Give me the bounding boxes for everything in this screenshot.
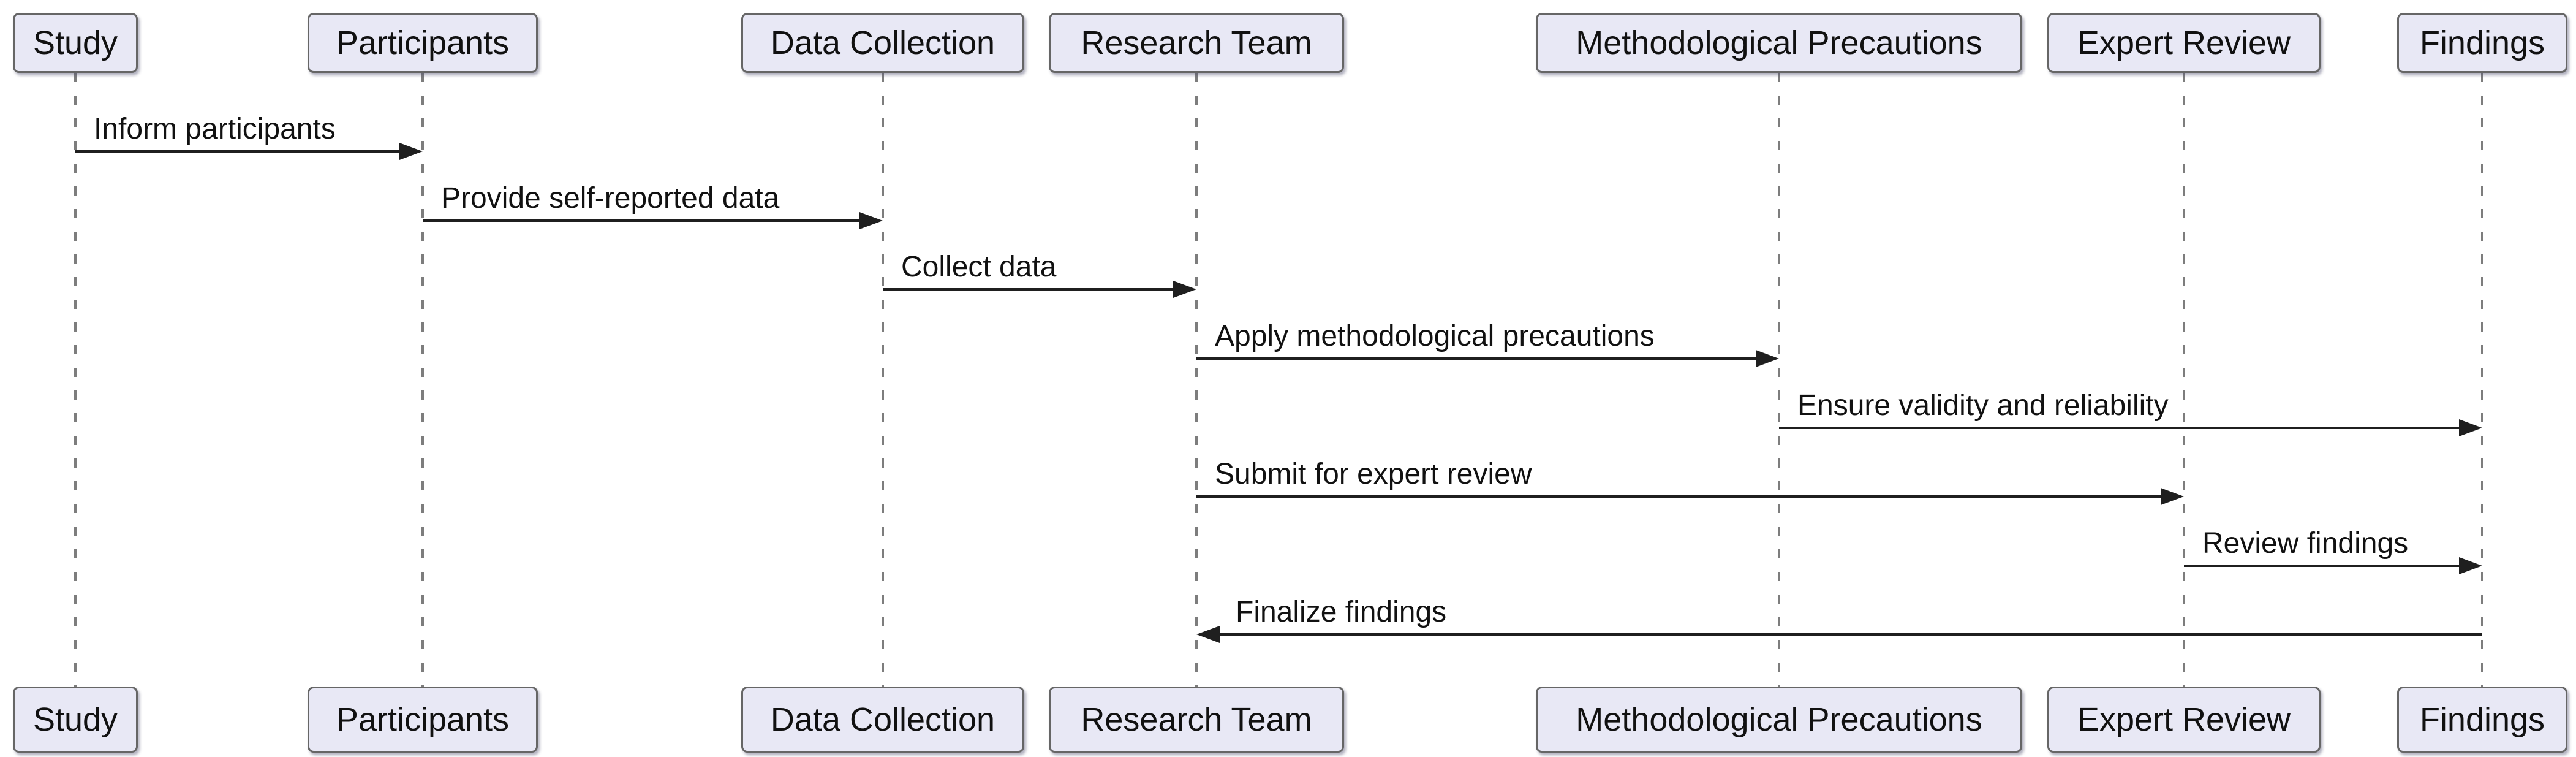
actor-top-methodological-precautions: Methodological Precautions <box>1536 13 2022 73</box>
actor-lifeline-data-collection <box>882 73 884 687</box>
message-arrowhead <box>1173 281 1196 298</box>
message-label-1: Inform participants <box>94 113 336 145</box>
actor-label-study: Study <box>32 25 118 61</box>
message-arrowhead <box>1196 626 1220 643</box>
actor-bottom-findings: Findings <box>2397 687 2567 753</box>
actor-top-study: Study <box>13 13 138 73</box>
message-label-5: Ensure validity and reliability <box>1797 389 2169 422</box>
actor-top-expert-review: Expert Review <box>2047 13 2321 73</box>
message-label-2: Provide self-reported data <box>441 182 780 215</box>
actor-lifeline-research-team <box>1195 73 1198 687</box>
actor-label-research-team: Research Team <box>1081 701 1312 738</box>
actor-bottom-study: Study <box>13 687 138 753</box>
actor-label-research-team: Research Team <box>1081 25 1312 61</box>
actor-bottom-participants: Participants <box>308 687 538 753</box>
message-arrow-line <box>423 219 864 222</box>
actor-label-study: Study <box>32 701 118 738</box>
actor-lifeline-participants <box>421 73 424 687</box>
actor-lifeline-study <box>74 73 77 687</box>
message-arrow-line <box>1215 633 2482 636</box>
actor-bottom-research-team: Research Team <box>1049 687 1344 753</box>
message-arrowhead <box>2459 419 2482 436</box>
message-label-3: Collect data <box>901 251 1057 283</box>
message-arrow-line <box>75 150 404 153</box>
actor-bottom-data-collection: Data Collection <box>741 687 1024 753</box>
actor-top-findings: Findings <box>2397 13 2567 73</box>
message-arrowhead <box>859 212 883 229</box>
actor-top-research-team: Research Team <box>1049 13 1344 73</box>
message-arrow-line <box>883 288 1178 291</box>
message-arrow-line <box>2184 565 2464 567</box>
actor-label-data-collection: Data Collection <box>770 701 995 738</box>
actor-label-data-collection: Data Collection <box>770 25 995 61</box>
message-arrowhead <box>399 143 423 160</box>
actor-label-methodological-precautions: Methodological Precautions <box>1576 25 1982 61</box>
actor-label-findings: Findings <box>2419 25 2545 61</box>
actor-lifeline-methodological-precautions <box>1778 73 1780 687</box>
message-arrow-line <box>1196 495 2166 498</box>
message-arrowhead <box>2161 488 2184 505</box>
actor-top-participants: Participants <box>308 13 538 73</box>
message-arrow-line <box>1779 427 2464 429</box>
actor-label-participants: Participants <box>336 25 510 61</box>
message-label-6: Submit for expert review <box>1215 458 1532 490</box>
message-arrow-line <box>1196 357 1761 360</box>
message-label-4: Apply methodological precautions <box>1215 320 1655 352</box>
actor-lifeline-findings <box>2481 73 2483 687</box>
message-arrowhead <box>2459 557 2482 574</box>
actor-label-expert-review: Expert Review <box>2077 701 2291 738</box>
message-label-7: Review findings <box>2202 527 2409 560</box>
actor-label-participants: Participants <box>336 701 510 738</box>
message-label-8: Finalize findings <box>1236 596 1447 628</box>
actor-label-findings: Findings <box>2419 701 2545 738</box>
actor-bottom-expert-review: Expert Review <box>2047 687 2321 753</box>
message-arrowhead <box>1756 350 1779 367</box>
actor-label-methodological-precautions: Methodological Precautions <box>1576 701 1982 738</box>
actor-lifeline-expert-review <box>2183 73 2185 687</box>
actor-top-data-collection: Data Collection <box>741 13 1024 73</box>
actor-label-expert-review: Expert Review <box>2077 25 2291 61</box>
actor-bottom-methodological-precautions: Methodological Precautions <box>1536 687 2022 753</box>
